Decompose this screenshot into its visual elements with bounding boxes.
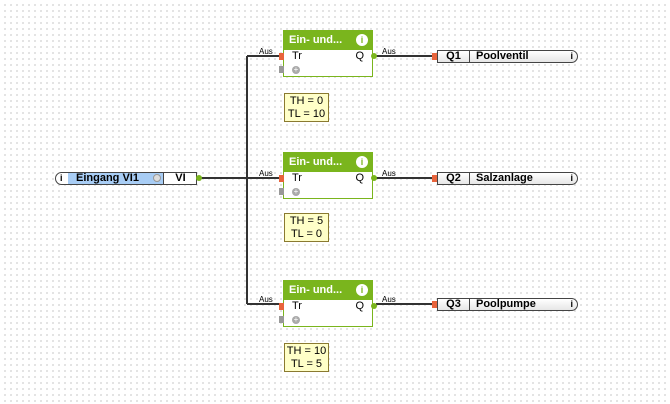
input-pin[interactable] [432, 53, 437, 60]
input-pin[interactable] [279, 303, 284, 310]
add-input-icon[interactable]: + [292, 315, 300, 324]
wire-label: Aus [259, 169, 273, 178]
info-icon[interactable]: i [570, 173, 573, 183]
input-tr: Tr [292, 300, 302, 312]
input-tr: Tr [292, 50, 302, 62]
info-icon[interactable]: i [356, 156, 368, 168]
info-icon[interactable]: i [356, 284, 368, 296]
wire-label: Aus [259, 47, 273, 56]
note-th: TH = 10 [286, 345, 327, 357]
input-pin[interactable] [432, 301, 437, 308]
output-num: Q3 [438, 299, 470, 310]
wire-label: Aus [382, 47, 396, 56]
wire-label: Aus [259, 295, 273, 304]
note-tl: TL = 5 [290, 358, 323, 370]
output-num: Q2 [438, 173, 470, 184]
wire-label: Aus [382, 169, 396, 178]
add-input-icon[interactable]: + [292, 65, 300, 74]
block-title: Ein- und... [289, 34, 343, 46]
input-port: VI [163, 173, 197, 184]
settings-icon[interactable] [153, 174, 161, 182]
add-input-icon[interactable]: + [292, 187, 300, 196]
extra-pin[interactable] [279, 66, 284, 73]
function-block-2[interactable]: Ein- und... i Tr Q + [279, 152, 377, 199]
input-pin[interactable] [279, 175, 284, 182]
output-pin[interactable] [371, 303, 377, 309]
function-block-3[interactable]: Ein- und... i Tr Q + [279, 280, 377, 327]
info-icon[interactable]: i [356, 34, 368, 46]
function-block-1[interactable]: Ein- und... i Tr Q + [279, 30, 377, 77]
note-tl: TL = 10 [287, 108, 326, 120]
parameter-note-1[interactable]: TH = 0 TL = 10 [284, 93, 329, 122]
extra-pin[interactable] [279, 316, 284, 323]
output-name: Poolpumpe [476, 298, 536, 310]
input-wire [200, 55, 280, 305]
output-name: Poolventil [476, 50, 529, 62]
wire-label: Aus [382, 295, 396, 304]
parameter-note-3[interactable]: TH = 10 TL = 5 [284, 343, 329, 372]
block-title: Ein- und... [289, 284, 343, 296]
output-block-q3[interactable]: Q3 Poolpumpe i [432, 298, 578, 311]
output-pin[interactable] [371, 53, 377, 59]
input-pin[interactable] [432, 175, 437, 182]
output-q: Q [355, 50, 364, 62]
extra-pin[interactable] [279, 188, 284, 195]
output-pin[interactable] [371, 175, 377, 181]
note-th: TH = 5 [289, 215, 324, 227]
parameter-note-2[interactable]: TH = 5 TL = 0 [284, 213, 329, 242]
output-pin[interactable] [196, 175, 202, 181]
info-icon[interactable]: i [570, 51, 573, 61]
output-block-q1[interactable]: Q1 Poolventil i [432, 50, 578, 63]
info-icon[interactable]: i [570, 299, 573, 309]
note-th: TH = 0 [289, 95, 324, 107]
block-title: Ein- und... [289, 156, 343, 168]
input-block-eingang-vi1[interactable]: i Eingang VI1 VI [55, 172, 202, 185]
input-name: Eingang VI1 [68, 173, 163, 184]
output-name: Salzanlage [476, 172, 533, 184]
input-tr: Tr [292, 172, 302, 184]
output-q: Q [355, 172, 364, 184]
output-num: Q1 [438, 51, 470, 62]
info-icon[interactable]: i [60, 173, 63, 183]
output-block-q2[interactable]: Q2 Salzanlage i [432, 172, 578, 185]
input-pin[interactable] [279, 53, 284, 60]
note-tl: TL = 0 [290, 228, 323, 240]
output-q: Q [355, 300, 364, 312]
